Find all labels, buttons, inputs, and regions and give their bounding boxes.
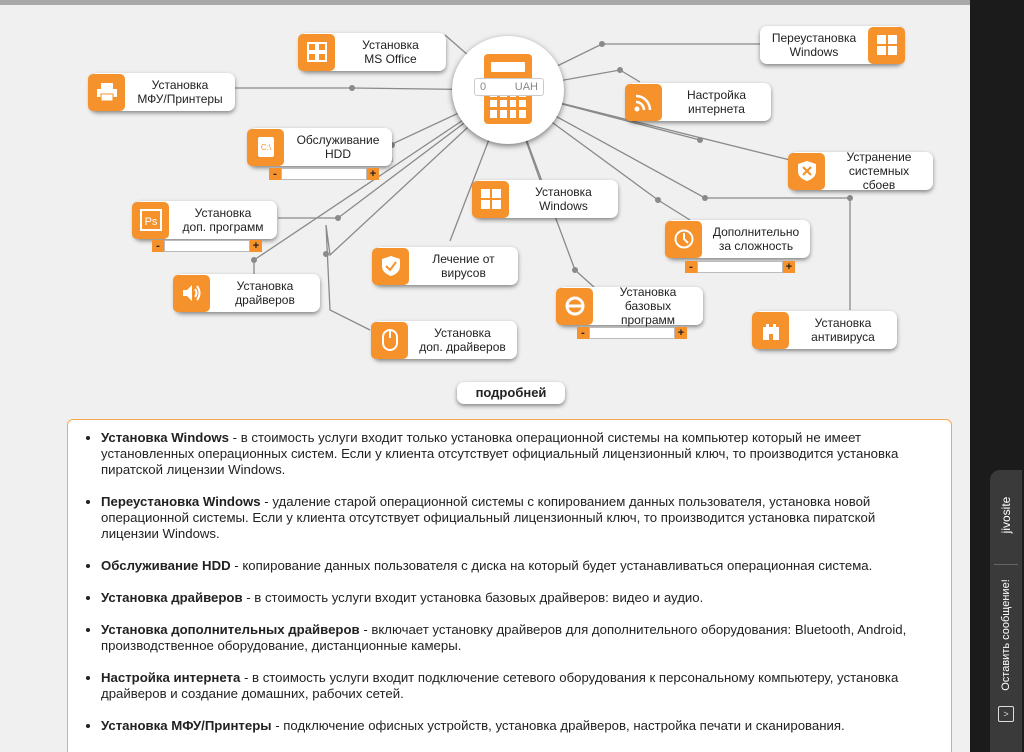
service-hdd[interactable]: C:\ Обслуживание HDD bbox=[247, 128, 392, 166]
speaker-icon bbox=[173, 274, 210, 312]
calculator-hub: 0 UAH bbox=[452, 36, 564, 144]
plus-button[interactable]: + bbox=[367, 168, 379, 180]
service-ms-office[interactable]: Установка MS Office bbox=[298, 33, 446, 71]
minus-button[interactable]: - bbox=[269, 168, 281, 180]
plus-button[interactable]: + bbox=[250, 240, 262, 252]
plus-button[interactable]: + bbox=[783, 261, 795, 273]
total-display: 0 UAH bbox=[474, 78, 544, 96]
service-virus-treatment[interactable]: Лечение от вирусов bbox=[372, 247, 518, 285]
service-label: Установка MS Office bbox=[362, 38, 419, 66]
hdd-icon: C:\ bbox=[247, 128, 284, 166]
svg-text:Ps: Ps bbox=[144, 216, 157, 228]
mouse-icon bbox=[371, 321, 408, 359]
minus-button[interactable]: - bbox=[577, 327, 589, 339]
quantity-field[interactable] bbox=[697, 261, 783, 273]
top-bar bbox=[0, 0, 970, 5]
service-label: Дополнительно за сложность bbox=[712, 225, 800, 253]
service-label: Обслуживание HDD bbox=[296, 133, 380, 161]
minus-button[interactable]: - bbox=[685, 261, 697, 273]
windows-icon bbox=[868, 26, 905, 64]
service-label: Установка драйверов bbox=[235, 279, 295, 307]
minus-button[interactable]: - bbox=[152, 240, 164, 252]
service-mfu[interactable]: Установка МФУ/Принтеры bbox=[88, 73, 235, 111]
photoshop-icon: Ps bbox=[132, 201, 169, 239]
service-label: Установка Windows bbox=[535, 185, 592, 213]
quantity-field[interactable] bbox=[589, 327, 675, 339]
service-extra-drivers[interactable]: Установка доп. драйверов bbox=[371, 321, 517, 359]
service-reinstall-windows[interactable]: Переустановка Windows bbox=[760, 26, 905, 64]
quantity-field[interactable] bbox=[281, 168, 367, 180]
svg-text:C:\: C:\ bbox=[260, 143, 271, 152]
service-base-programs[interactable]: Установка базовых программ bbox=[556, 285, 703, 327]
shield-check-icon bbox=[372, 247, 409, 285]
service-system-errors[interactable]: Устранение системных сбоев bbox=[788, 150, 933, 192]
service-drivers[interactable]: Установка драйверов bbox=[173, 274, 320, 312]
description-panel: Установка Windows - в стоимость услуги в… bbox=[67, 419, 952, 752]
programs-stepper[interactable]: - + bbox=[152, 240, 262, 252]
clock-icon bbox=[665, 220, 702, 258]
description-item: Установка драйверов - в стоимость услуги… bbox=[101, 590, 933, 606]
jivosite-widget[interactable]: jivosite Оставить сообщение! > bbox=[990, 470, 1022, 752]
service-complexity[interactable]: Дополнительно за сложность bbox=[665, 220, 810, 258]
ie-icon bbox=[556, 287, 593, 325]
description-list: Установка Windows - в стоимость услуги в… bbox=[68, 420, 951, 734]
service-programs[interactable]: Ps Установка доп. программ bbox=[132, 201, 277, 239]
windows-icon bbox=[472, 180, 509, 218]
shield-x-icon bbox=[788, 152, 825, 190]
service-label: Установка МФУ/Принтеры bbox=[137, 78, 223, 106]
castle-icon bbox=[752, 311, 789, 349]
calculator-page: 0 UAH Установка MS Office Установка МФУ/… bbox=[0, 0, 970, 752]
description-item: Переустановка Windows - удаление старой … bbox=[101, 494, 933, 542]
wifi-icon bbox=[625, 83, 662, 121]
service-internet[interactable]: Настройка интернета bbox=[625, 83, 771, 121]
service-label: Установка базовых программ bbox=[619, 285, 677, 327]
description-item: Установка дополнительных драйверов - вкл… bbox=[101, 622, 933, 654]
more-button[interactable]: подробней bbox=[457, 382, 565, 404]
currency-label: UAH bbox=[514, 81, 538, 93]
service-label: Переустановка Windows bbox=[771, 31, 857, 59]
plus-button[interactable]: + bbox=[675, 327, 687, 339]
jivosite-logo: jivosite bbox=[999, 496, 1013, 534]
quantity-field[interactable] bbox=[164, 240, 250, 252]
service-label: Настройка интернета bbox=[686, 88, 747, 116]
complexity-stepper[interactable]: - + bbox=[685, 261, 795, 273]
service-label: Установка доп. драйверов bbox=[419, 326, 506, 354]
base-programs-stepper[interactable]: - + bbox=[577, 327, 687, 339]
service-antivirus[interactable]: Установка антивируса bbox=[752, 311, 897, 349]
service-label: Установка антивируса bbox=[811, 316, 875, 344]
description-item: Установка МФУ/Принтеры - подключение офи… bbox=[101, 718, 933, 734]
description-item: Обслуживание HDD - копирование данных по… bbox=[101, 558, 933, 574]
service-label: Лечение от вирусов bbox=[432, 252, 495, 280]
printer-icon bbox=[88, 73, 125, 111]
office-icon bbox=[298, 33, 335, 71]
description-item: Установка Windows - в стоимость услуги в… bbox=[101, 430, 933, 478]
chat-icon: > bbox=[998, 706, 1014, 722]
service-label: Устранение системных сбоев bbox=[846, 150, 912, 192]
service-windows[interactable]: Установка Windows bbox=[472, 180, 618, 218]
description-item: Настройка интернета - в стоимость услуги… bbox=[101, 670, 933, 702]
leave-message-label[interactable]: Оставить сообщение! bbox=[1000, 579, 1012, 691]
service-label: Установка доп. программ bbox=[182, 206, 264, 234]
hdd-stepper[interactable]: - + bbox=[269, 168, 379, 180]
total-amount: 0 bbox=[480, 81, 487, 93]
